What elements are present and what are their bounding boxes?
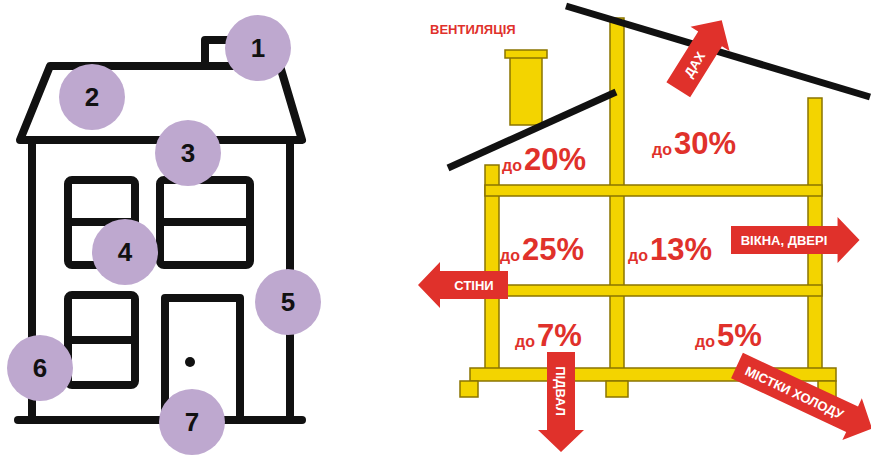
callout-number: 1: [251, 33, 265, 64]
arrow-label: ПІДВАЛ: [554, 366, 569, 452]
percent-prefix: до: [652, 141, 672, 159]
callout-number: 2: [85, 82, 99, 113]
callout-number: 5: [281, 287, 295, 318]
callout-number: 7: [185, 407, 199, 438]
arrow-label: МІСТКИ ХОЛОДУ: [743, 363, 871, 435]
percent-prefix: до: [502, 157, 522, 175]
callout-circle: 5: [255, 269, 321, 335]
callout-number: 3: [181, 138, 195, 169]
callout-circle: 6: [7, 335, 73, 401]
callout-circle: 4: [92, 219, 158, 285]
callout-number: 6: [33, 353, 47, 384]
percent-prefix: до: [628, 247, 648, 265]
heat-loss-arrow: СТІНИ: [418, 262, 508, 308]
callout-number: 4: [118, 237, 132, 268]
percent-value: 20%: [524, 142, 586, 178]
heat-loss-arrow: МІСТКИ ХОЛОДУ: [728, 345, 871, 450]
callout-circle: 1: [225, 15, 291, 81]
frame-house: [460, 18, 836, 397]
percent-value: 5%: [717, 318, 762, 354]
arrow-label: СТІНИ: [454, 278, 508, 293]
percent-prefix: до: [515, 333, 535, 351]
percent-value: 25%: [522, 232, 584, 268]
percent-prefix: до: [500, 247, 520, 265]
callout-circle: 2: [59, 64, 125, 130]
callout-circle: 7: [159, 389, 225, 455]
callout-circle: 3: [155, 120, 221, 186]
heat-loss-arrow: ПІДВАЛ: [538, 352, 584, 452]
heat-loss-arrow: ВІКНА, ДВЕРІ: [731, 217, 860, 263]
percent-value: 13%: [650, 232, 712, 268]
arrow-label: ВІКНА, ДВЕРІ: [741, 233, 860, 248]
percent-value: 7%: [537, 318, 582, 354]
percent-prefix: до: [695, 333, 715, 351]
vent-label: ВЕНТИЛЯЦІЯ: [430, 22, 516, 37]
percent-value: 30%: [674, 126, 736, 162]
